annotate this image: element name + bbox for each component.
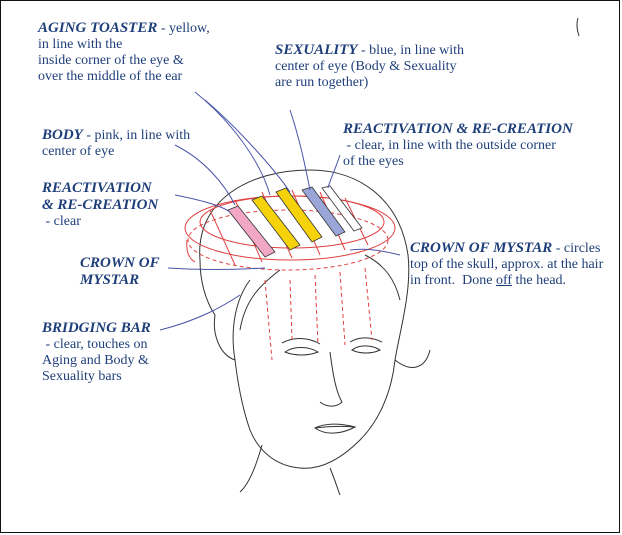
label-reactivation-right: REACTIVATION & RE-CREATION - clear, in l… (343, 121, 603, 170)
label-crown-left: CROWN OF MYSTAR (80, 255, 200, 289)
label-reactivation-left: REACTIVATION & RE-CREATION - clear (42, 180, 202, 230)
label-crown-right: CROWN OF MYSTAR - circles top of the sku… (410, 240, 615, 289)
head-drawing (200, 170, 430, 495)
corner-mark (577, 18, 579, 36)
crown-of-mystar-lines (185, 190, 395, 360)
label-body: BODY - pink, in line with center of eye (42, 127, 222, 160)
label-aging-toaster: AGING TOASTER - yellow, in line with the… (38, 20, 238, 85)
label-bridging-bar: BRIDGING BAR - clear, touches on Aging a… (42, 320, 202, 385)
label-sexuality: SEXUALITY - blue, in line with center of… (275, 42, 495, 91)
